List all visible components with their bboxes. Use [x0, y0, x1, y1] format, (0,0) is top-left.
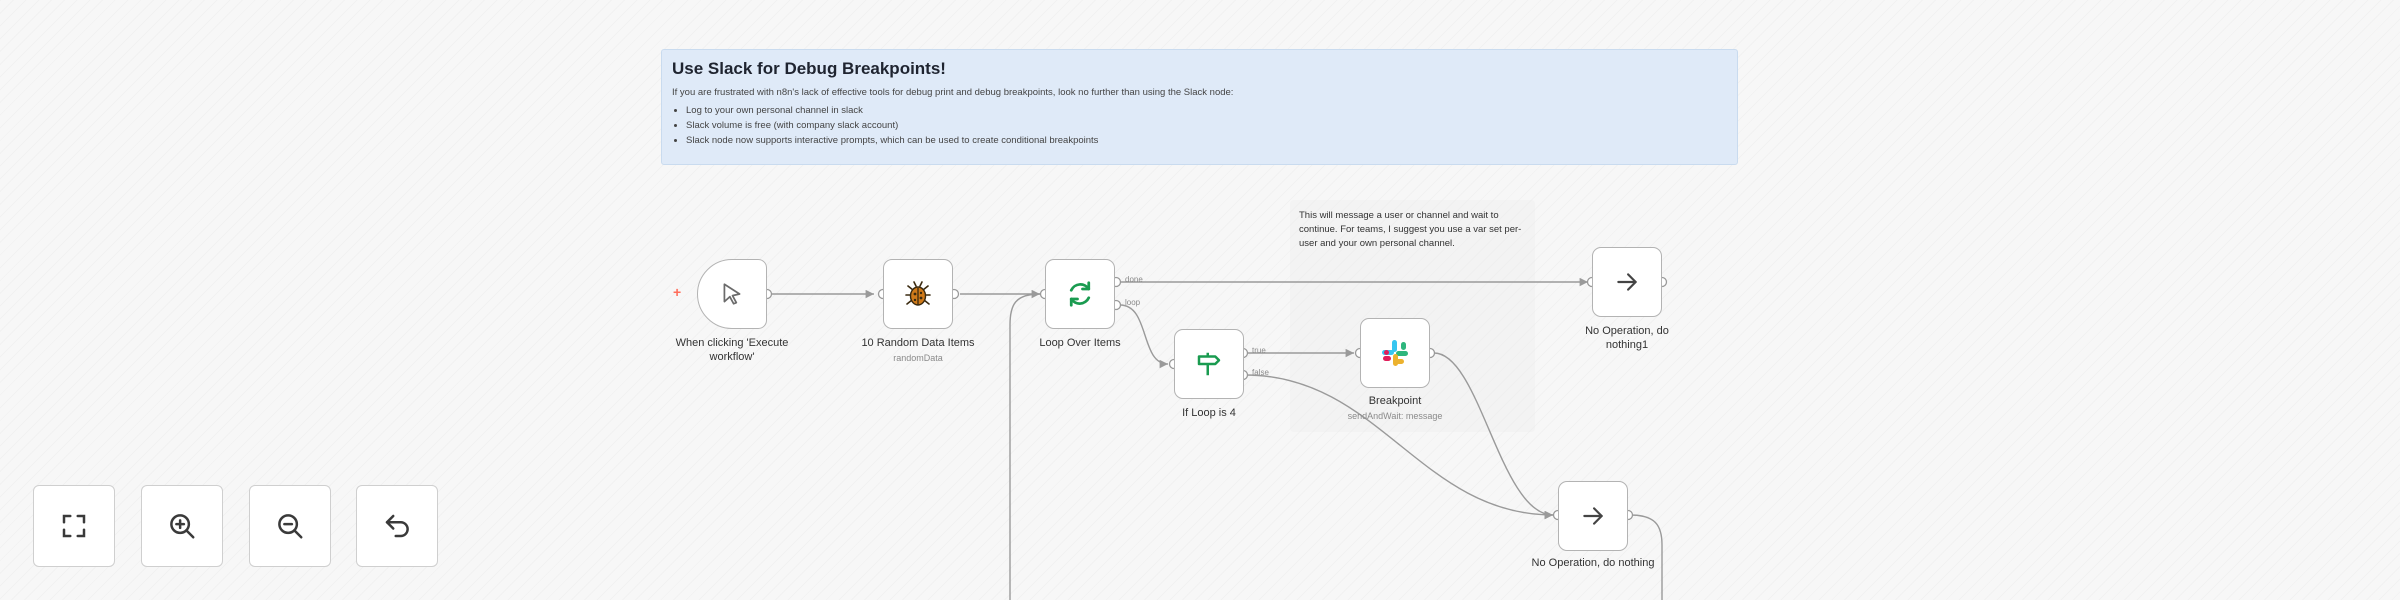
breakpoint-note[interactable] — [1290, 200, 1535, 432]
connection-if-noop — [1244, 374, 1554, 520]
node-random-data[interactable] — [883, 259, 953, 329]
node-label-trigger: When clicking 'Execute workflow' — [675, 337, 789, 363]
node-breakpoint-slack[interactable] — [1360, 318, 1430, 388]
node-no-operation-1[interactable] — [1592, 247, 1662, 317]
handle-label-loop: loop — [1125, 298, 1141, 307]
slack-logo-icon — [1382, 340, 1408, 366]
sticky-intro: If you are frustrated with n8n's lack of… — [672, 87, 1234, 98]
sticky-title: Use Slack for Debug Breakpoints! — [672, 59, 946, 78]
node-label-loop: Loop Over Items — [1039, 337, 1121, 349]
zoom-out-icon — [278, 514, 303, 539]
node-no-operation[interactable] — [1558, 481, 1628, 551]
sticky-bullet-list: Log to your own personal channel in slac… — [672, 105, 1727, 146]
sticky-bullet: Slack volume is free (with company slack… — [686, 120, 1727, 131]
sticky-note[interactable]: Use Slack for Debug Breakpoints! If you … — [661, 49, 1738, 165]
connection-loop-back — [1009, 293, 1041, 600]
connection-breakpoint-noop — [1433, 352, 1554, 520]
handle-label-done: done — [1125, 275, 1143, 284]
loop-arrows-icon — [1069, 281, 1091, 307]
add-node-plus-icon[interactable]: + — [673, 284, 682, 300]
sticky-bullet: Log to your own personal channel in slac… — [686, 105, 1727, 116]
signpost-icon — [1197, 352, 1221, 376]
node-label-breakpoint: Breakpoint — [1368, 395, 1422, 407]
node-loop-over-items[interactable] — [1045, 259, 1115, 329]
node-label-random: 10 Random Data Items — [861, 337, 975, 349]
undo-icon — [385, 514, 409, 538]
connection-noop-down — [1629, 514, 1663, 600]
sticky-bullet: Slack node now supports interactive prom… — [686, 135, 1727, 146]
node-manual-trigger[interactable] — [697, 259, 767, 329]
bug-icon — [905, 281, 931, 306]
zoom-in-button[interactable] — [141, 485, 223, 567]
node-if-loop-is-4[interactable] — [1174, 329, 1244, 399]
node-label-noop1: No Operation, do nothing1 — [1585, 325, 1669, 351]
zoom-in-icon — [170, 514, 195, 539]
arrow-right-icon — [1583, 507, 1603, 525]
fit-view-button[interactable] — [33, 485, 115, 567]
handle-label-true: true — [1252, 346, 1266, 355]
connection-loop-if — [1119, 304, 1169, 369]
fit-view-icon — [62, 514, 86, 538]
breakpoint-note-text: This will message a user or channel and … — [1299, 210, 1522, 249]
arrow-right-icon — [1617, 273, 1637, 291]
handle-label-false: false — [1252, 368, 1269, 377]
node-sublabel-random: randomData — [893, 353, 943, 363]
zoom-out-button[interactable] — [249, 485, 331, 567]
node-sublabel-breakpoint: sendAndWait: message — [1347, 411, 1443, 421]
cursor-icon — [723, 283, 741, 305]
node-label-noop: No Operation, do nothing — [1531, 557, 1655, 569]
reset-zoom-button[interactable] — [356, 485, 438, 567]
node-label-if: If Loop is 4 — [1182, 407, 1236, 419]
